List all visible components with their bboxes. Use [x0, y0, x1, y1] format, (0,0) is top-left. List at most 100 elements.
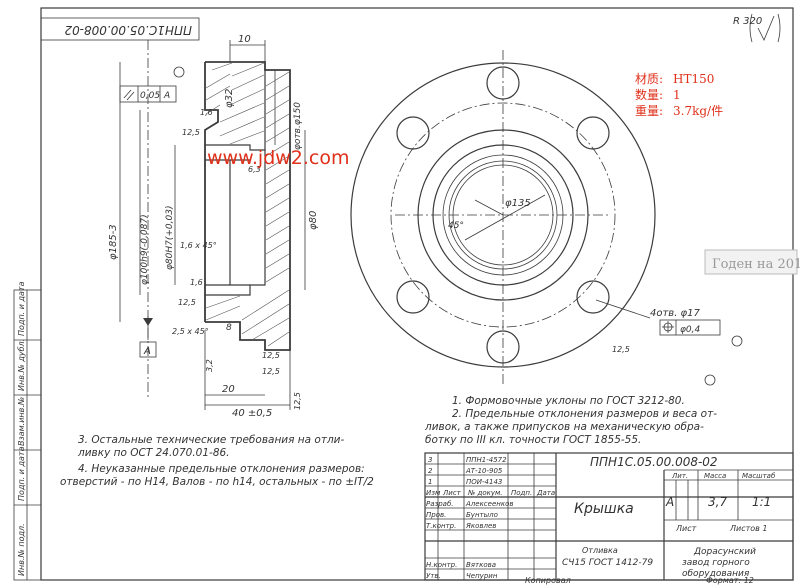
- hdr-date: Дата: [536, 489, 555, 497]
- tolerance-datum: A: [163, 91, 170, 101]
- watermark: www.jdw2.com: [207, 147, 350, 169]
- dim-d100: φ100h9(-0,087): [140, 214, 150, 285]
- bolt-hole-bottom: [486, 330, 520, 364]
- scale-label: Масштаб: [742, 472, 776, 480]
- stamp-text: Годен на 201: [712, 257, 800, 272]
- weight-value: 3.7kg/件: [673, 104, 723, 118]
- side-label-4: Подп. и дата: [17, 446, 26, 501]
- bolt-hole-top: [486, 66, 520, 100]
- properties-block: 材质: HT150 数量: 1 重量: 3.7kg/件: [635, 72, 723, 118]
- company-line-1: Дорасунский: [693, 547, 756, 557]
- staff-4-name: Вяткова: [466, 561, 496, 569]
- rev-2-num: 2: [428, 467, 433, 475]
- note-3b: ливку по ОСТ 24.070.01-86.: [77, 447, 230, 459]
- dim-1-6a: 1,6: [200, 108, 213, 117]
- lit-label: Лит.: [671, 472, 688, 480]
- sheets-label: Листов 1: [729, 524, 768, 533]
- staff-4-role: Н.контр.: [426, 561, 457, 569]
- quantity-value: 1: [673, 88, 681, 102]
- rev-1-num: 1: [428, 478, 432, 486]
- scale-value: 1:1: [752, 495, 771, 509]
- dim-angle-45: 45°: [448, 221, 464, 231]
- rev-3-num: 3: [428, 456, 432, 464]
- dim-d80h7: φ80H7(+0,03): [165, 206, 175, 271]
- section-view: A: [108, 34, 319, 419]
- copied-label: Копировал: [525, 576, 571, 585]
- datum-triangle: [143, 318, 153, 326]
- staff-5-role: Утв.: [426, 572, 441, 580]
- notes: 1. Формовочные уклоны по ГОСТ 3212-80. 2…: [60, 395, 717, 488]
- sheet-label: Лист: [675, 524, 697, 533]
- staff-2-name: Бунтыло: [466, 511, 498, 519]
- position-tolerance: φ0,4: [659, 319, 721, 336]
- dim-chamfer2: 2,5 x 45°: [172, 327, 209, 336]
- company-line-2: завод горного: [682, 558, 750, 568]
- side-label-3: Взам.инв.№: [17, 397, 26, 446]
- section-hatching: [205, 62, 290, 347]
- dim-d185: φ185-3: [108, 224, 119, 260]
- material-value: HT150: [673, 72, 714, 86]
- dim-6-3: 6,3: [248, 165, 261, 174]
- rev-1-doc: ПОИ-4143: [466, 478, 502, 486]
- note-2c: ботку по III кл. точности ГОСТ 1855-55.: [425, 434, 641, 446]
- bolt-hole-right-top: [576, 116, 610, 150]
- hdr-list: Лист: [442, 489, 462, 497]
- staff-5-name: Чепурин: [466, 572, 498, 580]
- staff-3-role: Т.контр.: [426, 522, 456, 530]
- note-3a: 3. Остальные технические требования на о…: [78, 434, 344, 446]
- dim-40: 40 ±0,5: [232, 408, 272, 419]
- roughness-mark: R 320: [733, 13, 781, 43]
- side-label-2: Инв.№ дубл.: [17, 339, 26, 391]
- dim-8: 8: [226, 323, 232, 333]
- dim-12-5d: 12,5: [262, 367, 280, 376]
- company-line-3: оборудования: [682, 569, 750, 579]
- quantity-label: 数量:: [635, 87, 663, 102]
- tolerance-value: 0,05: [140, 91, 160, 101]
- dim-d135: φ135: [505, 198, 531, 209]
- material-line-1: Отливка: [582, 546, 618, 555]
- format-label: Формат: 12: [706, 576, 754, 585]
- dim-chamfer1: 1,6 x 45°: [180, 241, 217, 250]
- dim-12-5a: 12,5: [182, 128, 200, 137]
- staff-3-name: Яковлев: [465, 522, 496, 530]
- mass-value: 3,7: [708, 495, 727, 509]
- material-line-2: СЧ15 ГОСТ 1412-79: [562, 558, 653, 568]
- material-label: 材质:: [635, 72, 663, 86]
- note-4b: отверстий - по Н14, Валов - по h14, оста…: [60, 476, 374, 488]
- weight-label: 重量:: [635, 104, 663, 118]
- note-2b: ливок, а также припусков на механическую…: [424, 421, 704, 433]
- rotated-number-box: ППН1С.05.00.008-02: [40, 17, 200, 41]
- tolerance-frame: 0,05 A: [119, 85, 177, 103]
- bolt-hole-left-top: [396, 116, 430, 150]
- dim-12-5f: 12,5: [612, 345, 630, 354]
- bolt-hole-left-bottom: [396, 280, 430, 314]
- part-name: Крышка: [574, 501, 634, 517]
- bolt-hole-right-bottom: [576, 280, 610, 314]
- dim-d150: φотв.φ150: [293, 102, 303, 150]
- designation: ППН1С.05.00.008-02: [590, 455, 718, 469]
- dim-3-2: 3,2: [205, 359, 214, 372]
- boss-circle-outer: [417, 129, 589, 301]
- dim-20: 20: [222, 384, 235, 395]
- dim-12-5e: 12,5: [293, 392, 302, 410]
- rev-2-doc: АТ-10-905: [465, 467, 503, 475]
- side-column: Подп. и дата Инв.№ дубл. Взам.инв.№ Подп…: [13, 281, 42, 581]
- hdr-sign: Подп.: [511, 489, 532, 497]
- note-1: 1. Формовочные уклоны по ГОСТ 3212-80.: [452, 395, 685, 407]
- staff-2-role: Пров.: [426, 511, 446, 519]
- roughness-text: R 320: [733, 16, 762, 27]
- rev-3-doc: ППН1-4572: [466, 456, 507, 464]
- side-label-5: Инв.№ подл.: [17, 523, 26, 576]
- staff-1-role: Разраб.: [426, 500, 454, 508]
- side-label-1: Подп. и дата: [17, 281, 26, 336]
- title-block: 3 ППН1-4572 2 АТ-10-905 1 ПОИ-4143 Изм Л…: [424, 452, 794, 585]
- dim-12-5b: 12,5: [178, 298, 196, 307]
- hdr-doc: № докум.: [467, 489, 503, 497]
- pos-tol-value: φ0,4: [680, 325, 701, 335]
- datum-a-label: A: [143, 346, 151, 357]
- mass-label: Масса: [704, 472, 726, 480]
- note-4a: 4. Неуказанные предельные отклонения раз…: [78, 463, 365, 475]
- dim-10: 10: [238, 34, 251, 45]
- dim-1-6b: 1,6: [190, 278, 203, 287]
